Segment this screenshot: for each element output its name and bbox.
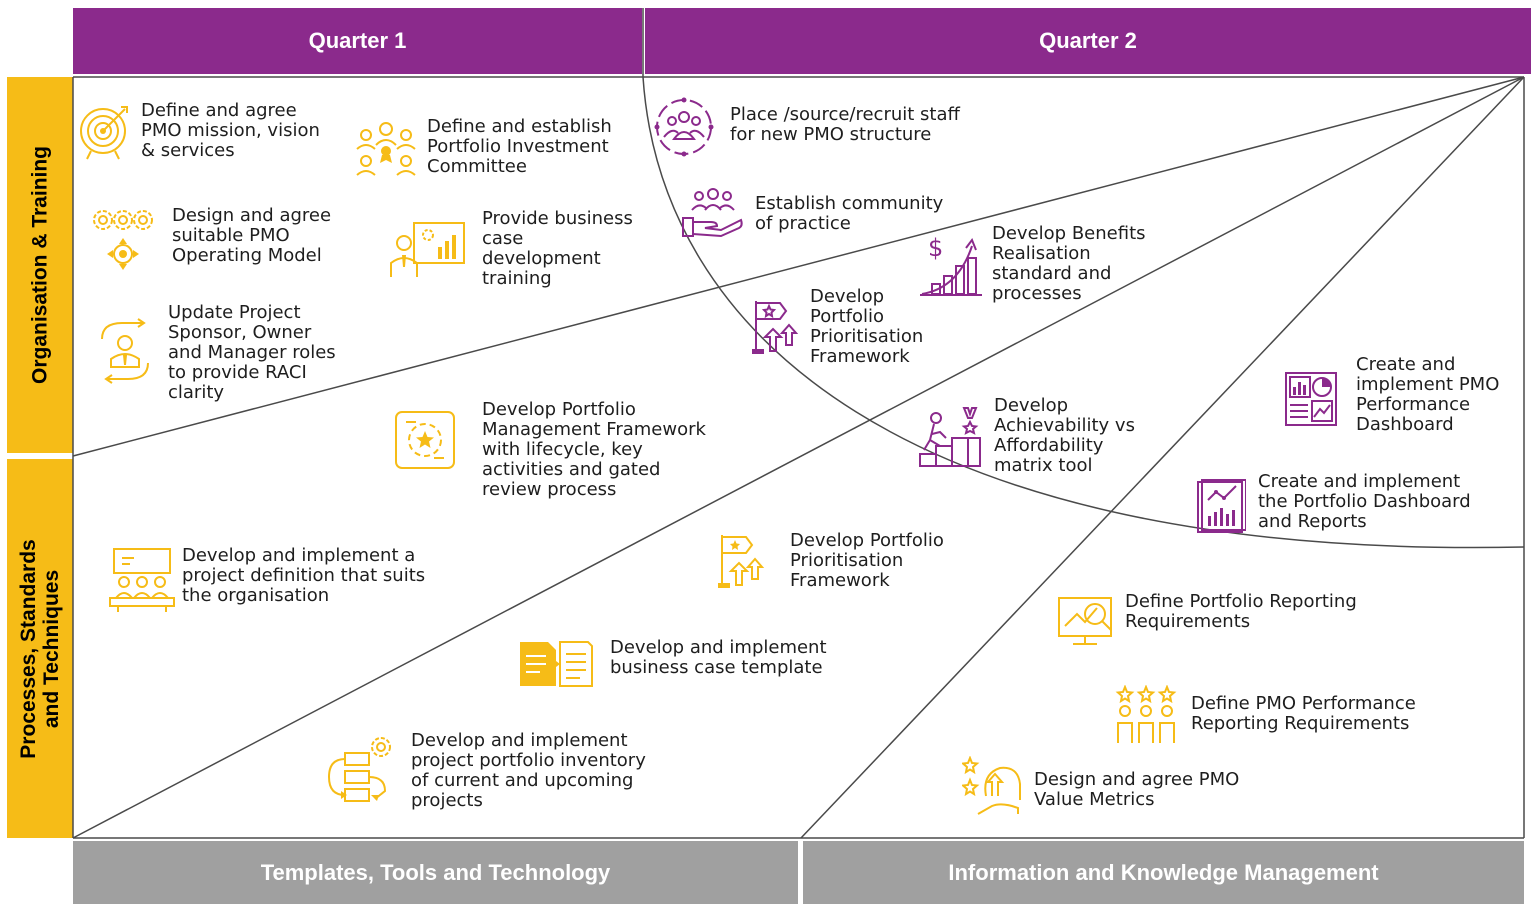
task-raci: Update Project Sponsor, Owner and Manage… <box>94 303 336 403</box>
task-community-text: Establish community of practice <box>755 193 944 234</box>
gears-icon <box>90 206 156 272</box>
templates-tools-footer: Templates, Tools and Technology <box>73 841 798 904</box>
task-portfolio-dashboard: Create and implement the Portfolio Dashb… <box>1196 472 1471 534</box>
task-project-definition-text: Develop and implement a project definiti… <box>182 545 426 606</box>
quarter-1-header: Quarter 1 <box>73 8 642 74</box>
diagonal-line-3 <box>800 76 1525 839</box>
task-business-case-template: Develop and implement business case temp… <box>518 638 827 688</box>
task-reporting-requirements-text: Define Portfolio Reporting Requirements <box>1125 591 1357 632</box>
task-value-metrics: Design and agree PMO Value Metrics <box>962 756 1239 818</box>
dashboard-icon <box>1284 371 1338 427</box>
task-investment-committee-text: Define and establish Portfolio Investmen… <box>427 116 612 177</box>
head-stars-icon <box>962 756 1024 818</box>
presentation-icon <box>388 219 468 281</box>
diagonal-line-1 <box>72 76 1525 457</box>
task-community: Establish community of practice <box>681 186 943 240</box>
target-icon <box>77 101 133 161</box>
task-project-inventory: Develop and implement project portfolio … <box>325 731 646 811</box>
task-prioritisation-yellow-text: Develop Portfolio Prioritisation Framewo… <box>790 530 944 591</box>
task-recruit-staff: Place /source/recruit staff for new PMO … <box>652 95 960 159</box>
task-portfolio-framework-text: Develop Portfolio Management Framework w… <box>482 399 706 500</box>
templates-tools-label: Templates, Tools and Technology <box>260 859 611 885</box>
diagonal-line-2 <box>72 76 1525 839</box>
task-performance-dashboard-text: Create and implement PMO Performance Das… <box>1356 354 1500 435</box>
task-pmo-perf-reporting-text: Define PMO Performance Reporting Require… <box>1191 693 1416 734</box>
team-award-icon <box>353 117 419 179</box>
task-pmo-mission-text: Define and agree PMO mission, vision & s… <box>141 100 320 161</box>
task-reporting-requirements: Define Portfolio Reporting Requirements <box>1057 592 1357 648</box>
task-project-inventory-text: Develop and implement project portfolio … <box>411 730 646 811</box>
task-achievability-text: Develop Achievability vs Affordability m… <box>994 395 1135 476</box>
task-raci-text: Update Project Sponsor, Owner and Manage… <box>168 302 336 403</box>
task-operating-model: Design and agree suitable PMO Operating … <box>90 206 331 272</box>
task-prioritisation-purple-text: Develop Portfolio Prioritisation Framewo… <box>810 286 924 367</box>
task-pmo-perf-reporting: Define PMO Performance Reporting Require… <box>1115 685 1416 745</box>
meeting-board-icon <box>108 546 176 612</box>
task-performance-dashboard: Create and implement PMO Performance Das… <box>1284 355 1499 435</box>
task-portfolio-dashboard-text: Create and implement the Portfolio Dashb… <box>1258 471 1471 532</box>
organisation-training-bar: Organisation & Training <box>7 77 73 453</box>
framework-cycle-icon <box>392 408 458 472</box>
task-project-definition: Develop and implement a project definiti… <box>108 546 425 612</box>
information-knowledge-label: Information and Knowledge Management <box>948 859 1379 885</box>
task-value-metrics-text: Design and agree PMO Value Metrics <box>1034 769 1240 810</box>
processes-standards-bar: Processes, Standards and Techniques <box>7 459 73 838</box>
flag-arrows-icon <box>716 531 770 591</box>
quarter-arc <box>642 76 1525 549</box>
report-chart-icon <box>1196 478 1246 534</box>
task-operating-model-text: Design and agree suitable PMO Operating … <box>172 205 332 266</box>
stairs-trophy-icon <box>918 404 984 470</box>
quarter-1-label: Quarter 1 <box>308 28 407 53</box>
quarter-2-header: Quarter 2 <box>645 8 1531 74</box>
task-prioritisation-yellow: Develop Portfolio Prioritisation Framewo… <box>716 531 944 591</box>
team-circle-icon <box>652 95 716 159</box>
flow-gear-icon <box>325 733 401 809</box>
task-recruit-staff-text: Place /source/recruit staff for new PMO … <box>730 104 960 145</box>
people-stars-icon <box>1115 685 1177 745</box>
task-business-case-training-text: Provide business case development traini… <box>482 208 633 289</box>
task-portfolio-framework: Develop Portfolio Management Framework w… <box>392 400 706 500</box>
quarter-2-label: Quarter 2 <box>1039 28 1137 53</box>
monitor-analysis-icon <box>1057 592 1115 648</box>
task-business-case-template-text: Develop and implement business case temp… <box>610 637 827 678</box>
task-benefits: $ Develop Benefits Realisation standard … <box>918 224 1146 304</box>
document-template-icon <box>518 638 594 688</box>
task-prioritisation-purple: Develop Portfolio Prioritisation Framewo… <box>750 287 923 367</box>
hand-people-icon <box>681 186 745 240</box>
flag-arrows-icon <box>750 297 804 357</box>
task-investment-committee: Define and establish Portfolio Investmen… <box>353 117 612 179</box>
task-business-case-training: Provide business case development traini… <box>388 209 633 289</box>
task-achievability: Develop Achievability vs Affordability m… <box>918 396 1135 476</box>
task-pmo-mission: Define and agree PMO mission, vision & s… <box>77 101 320 161</box>
person-cycle-icon <box>94 317 156 385</box>
task-benefits-text: Develop Benefits Realisation standard an… <box>992 223 1146 304</box>
svg-text:$: $ <box>928 234 943 262</box>
dollar-growth-icon: $ <box>918 232 984 298</box>
information-knowledge-footer: Information and Knowledge Management <box>803 841 1524 904</box>
